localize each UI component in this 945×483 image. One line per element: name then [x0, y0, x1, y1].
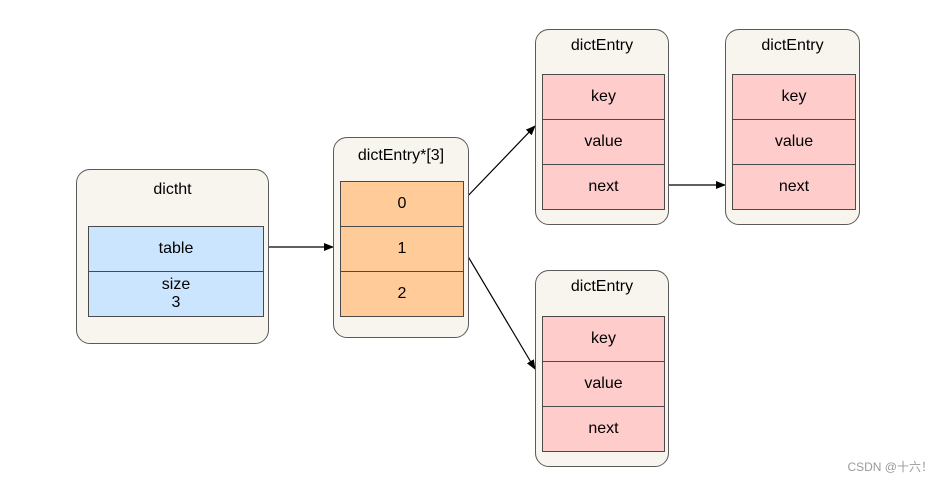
dict-entry-1-key-label: key	[591, 88, 616, 105]
dict-entry-2-next: next	[732, 164, 856, 210]
dict-entry-1-next: next	[542, 164, 665, 210]
dict-entry-2-title: dictEntry	[761, 37, 824, 54]
bucket-slot-1: 1	[340, 226, 464, 272]
dictht-table-field: table	[88, 226, 264, 272]
dict-entry-3-value-label: value	[584, 375, 623, 392]
dict-entry-1-key: key	[542, 74, 665, 120]
dictht-size-value: 3	[171, 294, 181, 311]
bucket-slot-2-label: 2	[397, 285, 407, 302]
dict-entry-2-key: key	[732, 74, 856, 120]
arrow-slot1-to-entry-3	[462, 247, 536, 370]
dict-entry-3-next-label: next	[588, 420, 619, 437]
dict-entry-3: dictEntry key value next	[535, 270, 669, 467]
watermark: CSDN @十六！	[847, 460, 933, 474]
bucket-slot-1-label: 1	[397, 240, 407, 257]
dictht-title: dictht	[153, 181, 192, 198]
dict-entry-3-key-label: key	[591, 330, 616, 347]
dict-entry-1-value: value	[542, 119, 665, 165]
dictht-table-label: table	[158, 240, 194, 257]
dict-entry-2-value-label: value	[774, 133, 814, 150]
dictht-size-label: size	[161, 276, 191, 293]
dict-entry-1-next-label: next	[588, 178, 619, 195]
dict-entry-1-title: dictEntry	[570, 37, 634, 54]
bucket-slot-0-label: 0	[397, 195, 407, 212]
dictht-container: dictht table size 3	[76, 169, 269, 344]
dict-entry-2: dictEntry key value next	[725, 29, 860, 225]
dictht-size-field: size 3	[88, 271, 264, 317]
dict-entry-2-value: value	[732, 119, 856, 165]
bucket-slot-0: 0	[340, 181, 464, 227]
dict-entry-1-value-label: value	[584, 133, 623, 150]
arrow-slot0-to-entry-1	[462, 125, 536, 202]
bucket-array-container: dictEntry*[3] 0 1 2	[333, 137, 469, 338]
bucket-slot-2: 2	[340, 271, 464, 317]
dict-entry-3-key: key	[542, 316, 665, 362]
dict-entry-2-next-label: next	[778, 178, 810, 195]
dict-entry-3-next: next	[542, 406, 665, 452]
dict-entry-1: dictEntry key value next	[535, 29, 669, 225]
dict-entry-2-key-label: key	[781, 88, 807, 105]
dict-entry-3-title: dictEntry	[570, 278, 634, 295]
bucket-array-title: dictEntry*[3]	[357, 147, 445, 164]
dict-entry-3-value: value	[542, 361, 665, 407]
